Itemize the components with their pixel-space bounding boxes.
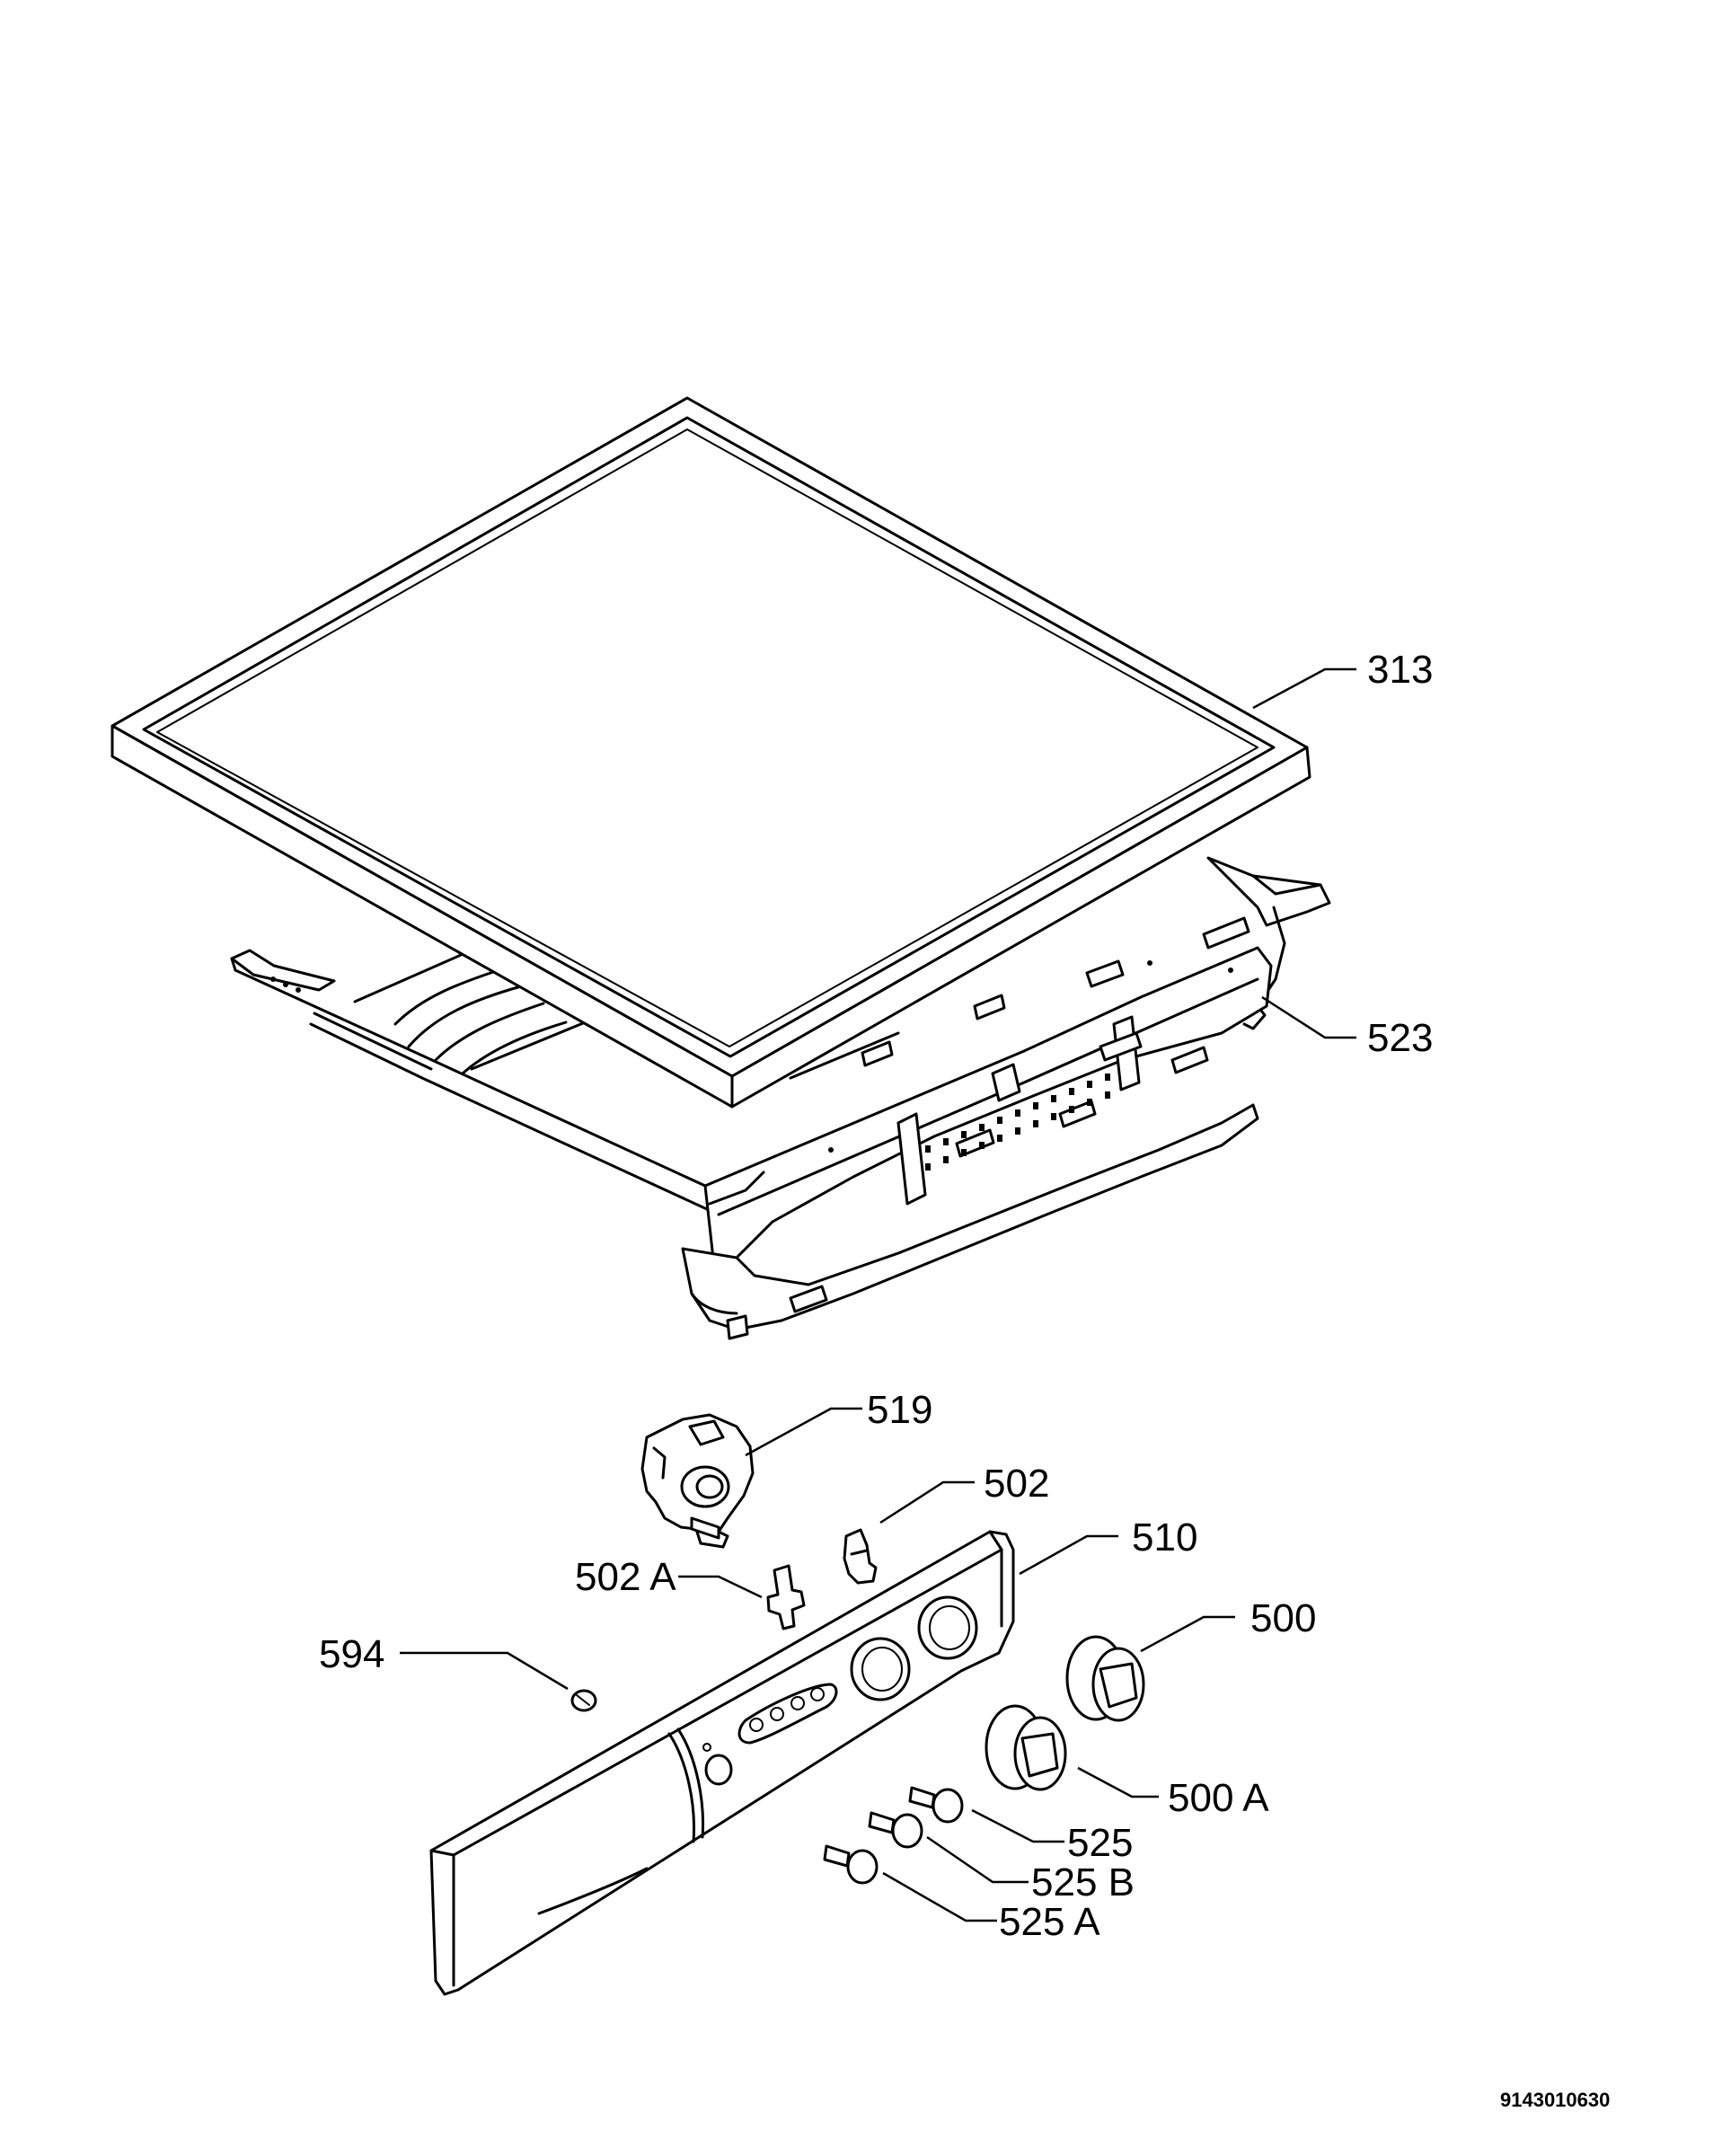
- label-525: 525: [1067, 1821, 1133, 1865]
- label-525A: 525 A: [999, 1900, 1100, 1944]
- part-594-lamp: [570, 1689, 597, 1712]
- part-500A-knob: [985, 1704, 1067, 1791]
- part-525B-indicator: [868, 1811, 923, 1849]
- label-519: 519: [867, 1388, 932, 1432]
- label-525B: 525 B: [1031, 1860, 1135, 1904]
- part-313-top-cover: [110, 396, 1311, 1109]
- part-510-control-panel: [429, 1530, 1015, 1996]
- part-500-knob: [1065, 1635, 1145, 1722]
- document-code: 9143010630: [1500, 2089, 1610, 2111]
- part-519-bracket: [640, 1413, 755, 1549]
- label-594: 594: [319, 1632, 384, 1676]
- label-500A: 500 A: [1168, 1776, 1269, 1820]
- part-502-switch: [843, 1528, 878, 1585]
- vent-holes: [925, 1074, 1110, 1171]
- label-523: 523: [1367, 1016, 1433, 1060]
- label-500: 500: [1250, 1596, 1316, 1640]
- part-labels: 313 523 519 502 502 A 510 500 594 500 A …: [319, 648, 1610, 2111]
- part-523-support-frame: [230, 856, 1331, 1340]
- leader-lines: [400, 667, 1356, 1922]
- label-510: 510: [1132, 1515, 1197, 1560]
- label-502A: 502 A: [575, 1555, 676, 1599]
- part-525-indicator: [908, 1786, 964, 1824]
- part-525A-indicator: [823, 1844, 879, 1885]
- label-313: 313: [1367, 648, 1433, 692]
- label-502: 502: [984, 1462, 1049, 1506]
- part-502A-switch: [766, 1564, 806, 1630]
